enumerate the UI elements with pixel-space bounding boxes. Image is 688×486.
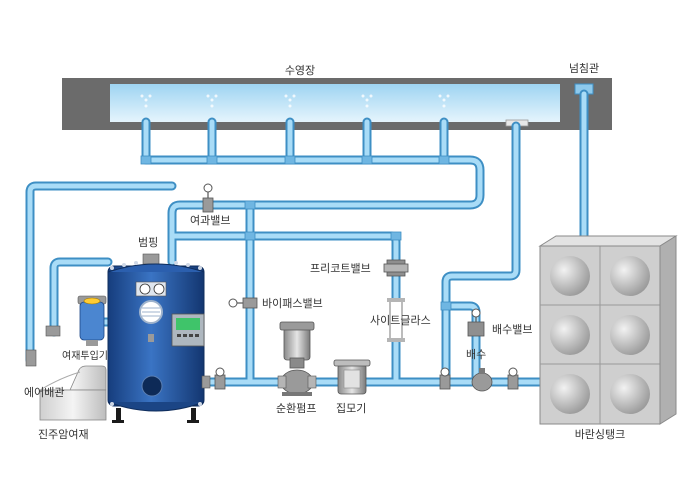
precoat-valve-label: 프리코트밸브: [310, 262, 371, 275]
bottom-valves: [214, 367, 519, 392]
control-panel: [171, 313, 205, 347]
labels: 수영장 넘침관 여과밸브 범핑 바이패스밸브 프리코트밸브 사이트글라스 배수밸…: [24, 62, 625, 441]
air-vent-label: 에어배관: [24, 386, 64, 399]
drain-label: 배수: [466, 348, 486, 361]
circulation-pump-label: 순환펌프: [276, 402, 316, 415]
drain-valve-label: 배수밸브: [492, 323, 532, 336]
air-vent: [25, 325, 61, 367]
sight-glass-label: 사이트글라스: [370, 314, 431, 327]
pool-label: 수영장: [285, 64, 315, 77]
filter-valve-label: 여과밸브: [190, 214, 230, 227]
overflow-pipe-label: 넘침관: [569, 62, 599, 75]
filter-aid-tank-label: 진주암여재: [38, 428, 89, 441]
circulation-pump: [277, 321, 317, 396]
filter-aid-inlet: [77, 295, 107, 346]
filter-valve: [202, 183, 214, 213]
balancing-tank-label: 바란싱탱크: [575, 428, 626, 441]
backwash-label: 범핑: [138, 236, 158, 249]
filter-aid-inlet-label: 여재투입기: [62, 349, 108, 362]
filter-vessel: [107, 253, 211, 423]
balancing-tank: [538, 235, 678, 425]
pool: [62, 78, 612, 130]
bypass-valve: [228, 297, 258, 309]
strainer-label: 집모기: [336, 402, 366, 415]
strainer: [333, 359, 371, 395]
bypass-valve-label: 바이패스밸브: [262, 297, 323, 310]
sight-glass: [387, 298, 405, 342]
filter-aid-tank: [39, 365, 107, 421]
drain-valve: [467, 308, 485, 337]
precoat-valve: [383, 259, 409, 277]
inlet-spray: [140, 94, 450, 108]
